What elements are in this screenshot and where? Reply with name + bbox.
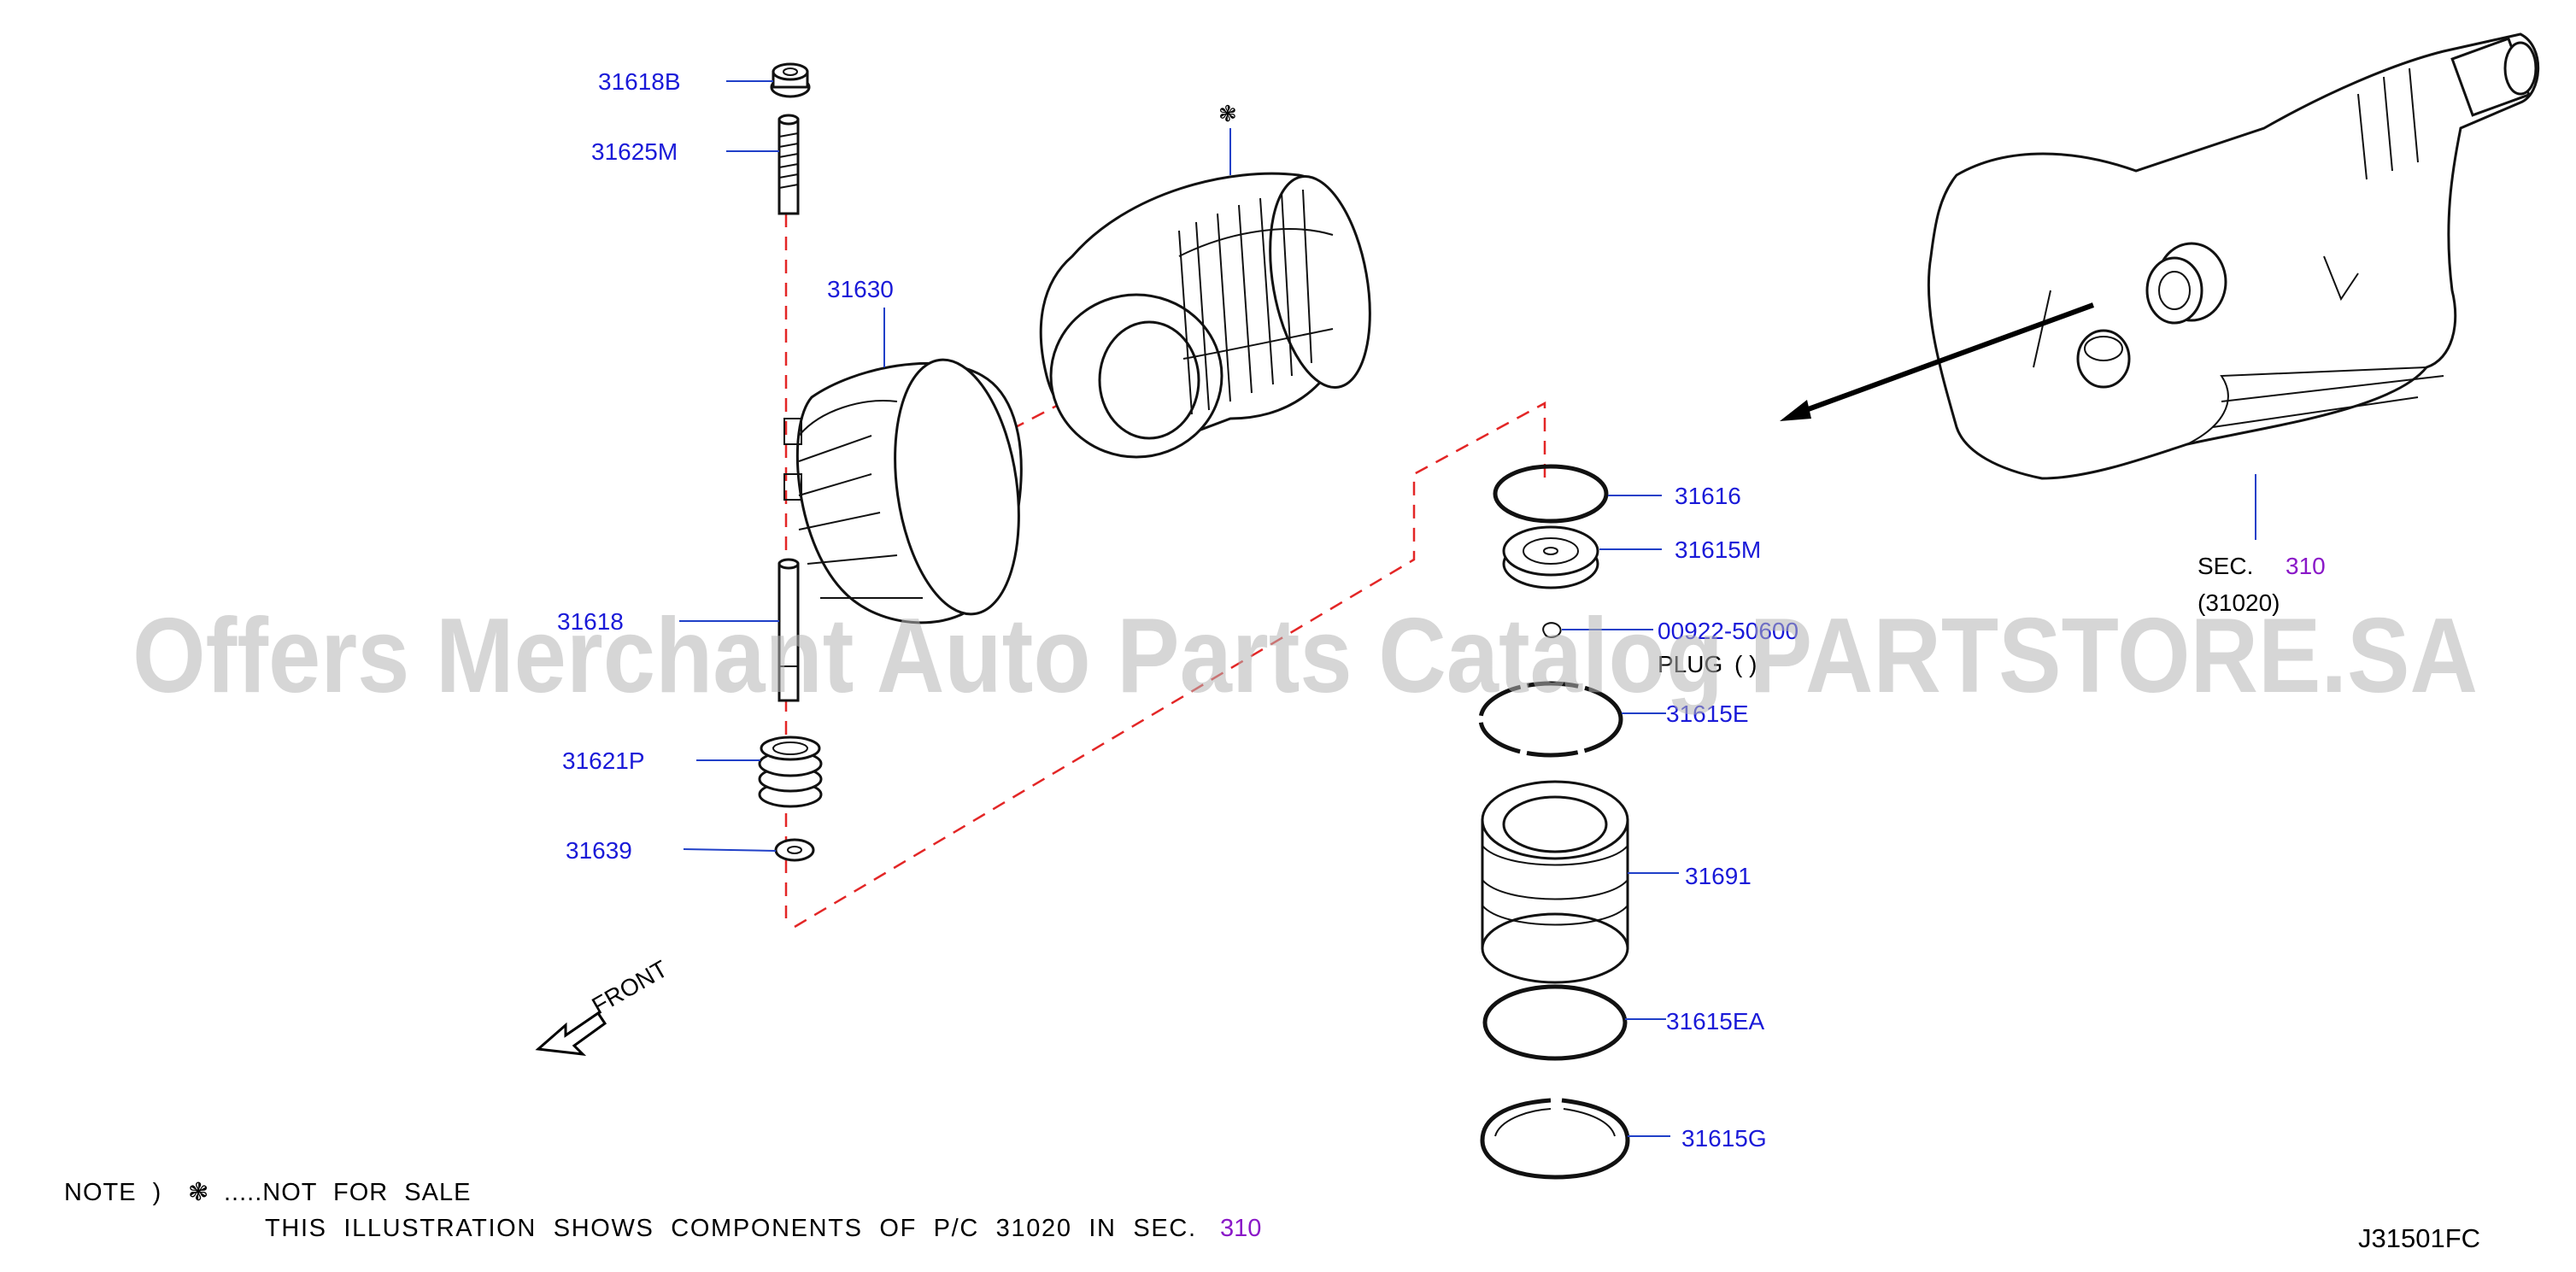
part-31621P-spring [758, 736, 823, 808]
label-00922-50600[interactable]: 00922-50600 [1658, 618, 1799, 644]
label-31691[interactable]: 31691 [1685, 863, 1752, 889]
note-line2: THIS ILLUSTRATION SHOWS COMPONENTS OF P/… [265, 1215, 1196, 1242]
watermark: Offers Merchant Auto Parts Catalog PARTS… [132, 597, 2478, 715]
note-prefix: NOTE ) [64, 1179, 161, 1206]
diagram-code: J31501FC [2358, 1223, 2480, 1253]
transmission-assembly [1780, 32, 2540, 540]
label-31615E[interactable]: 31615E [1666, 700, 1749, 727]
label-31618[interactable]: 31618 [557, 608, 624, 635]
sec-prefix: SEC. [2198, 553, 2253, 579]
leader-lines [679, 80, 1679, 1137]
part-31616-oring [1493, 464, 1609, 524]
part-drum-not-for-sale [1039, 128, 1371, 459]
note-symbol: ❃ [188, 1179, 209, 1206]
part-31618B-nut [770, 62, 811, 98]
part-31630-band [783, 358, 1023, 624]
sec-pc-number: (31020) [2198, 589, 2280, 616]
part-31615E-ring [1478, 681, 1623, 758]
label-31639[interactable]: 31639 [566, 837, 632, 864]
part-31639-washer [774, 838, 815, 862]
sec-link-310[interactable]: 310 [2286, 553, 2326, 579]
not-for-sale-marker: ❃ [1218, 101, 1237, 126]
label-31615M[interactable]: 31615M [1675, 536, 1761, 563]
label-plug-paren: ( ) [1734, 651, 1757, 677]
label-31615EA[interactable]: 31615EA [1666, 1008, 1765, 1035]
label-31615G[interactable]: 31615G [1681, 1125, 1767, 1152]
label-31630[interactable]: 31630 [827, 276, 894, 302]
label-31618B[interactable]: 31618B [598, 68, 681, 95]
section-reference: SEC. 310 (31020) [2198, 553, 2326, 616]
part-31691-piston [1481, 780, 1629, 984]
note-block: NOTE ) ❃ .....NOT FOR SALE THIS ILLUSTRA… [64, 1179, 1261, 1242]
label-31625M[interactable]: 31625M [591, 138, 678, 165]
note-line1: .....NOT FOR SALE [224, 1179, 471, 1206]
front-label: FRONT [588, 955, 672, 1019]
label-plug: PLUG [1658, 651, 1722, 677]
part-31625M-stud [777, 114, 800, 215]
front-arrow: FRONT [535, 955, 672, 1056]
label-31616[interactable]: 31616 [1675, 483, 1741, 509]
part-31615G-snap-ring [1480, 1098, 1630, 1180]
note-sec-link-310[interactable]: 310 [1220, 1215, 1261, 1242]
part-00922-plug [1542, 622, 1562, 638]
label-31621P[interactable]: 31621P [562, 747, 645, 774]
part-31615EA-ring [1482, 984, 1628, 1061]
part-labels: 31618B 31625M 31630 31618 31621P 31639 3… [557, 68, 1799, 1152]
part-31615M-retainer [1502, 525, 1599, 589]
part-31618-pin [777, 558, 800, 702]
